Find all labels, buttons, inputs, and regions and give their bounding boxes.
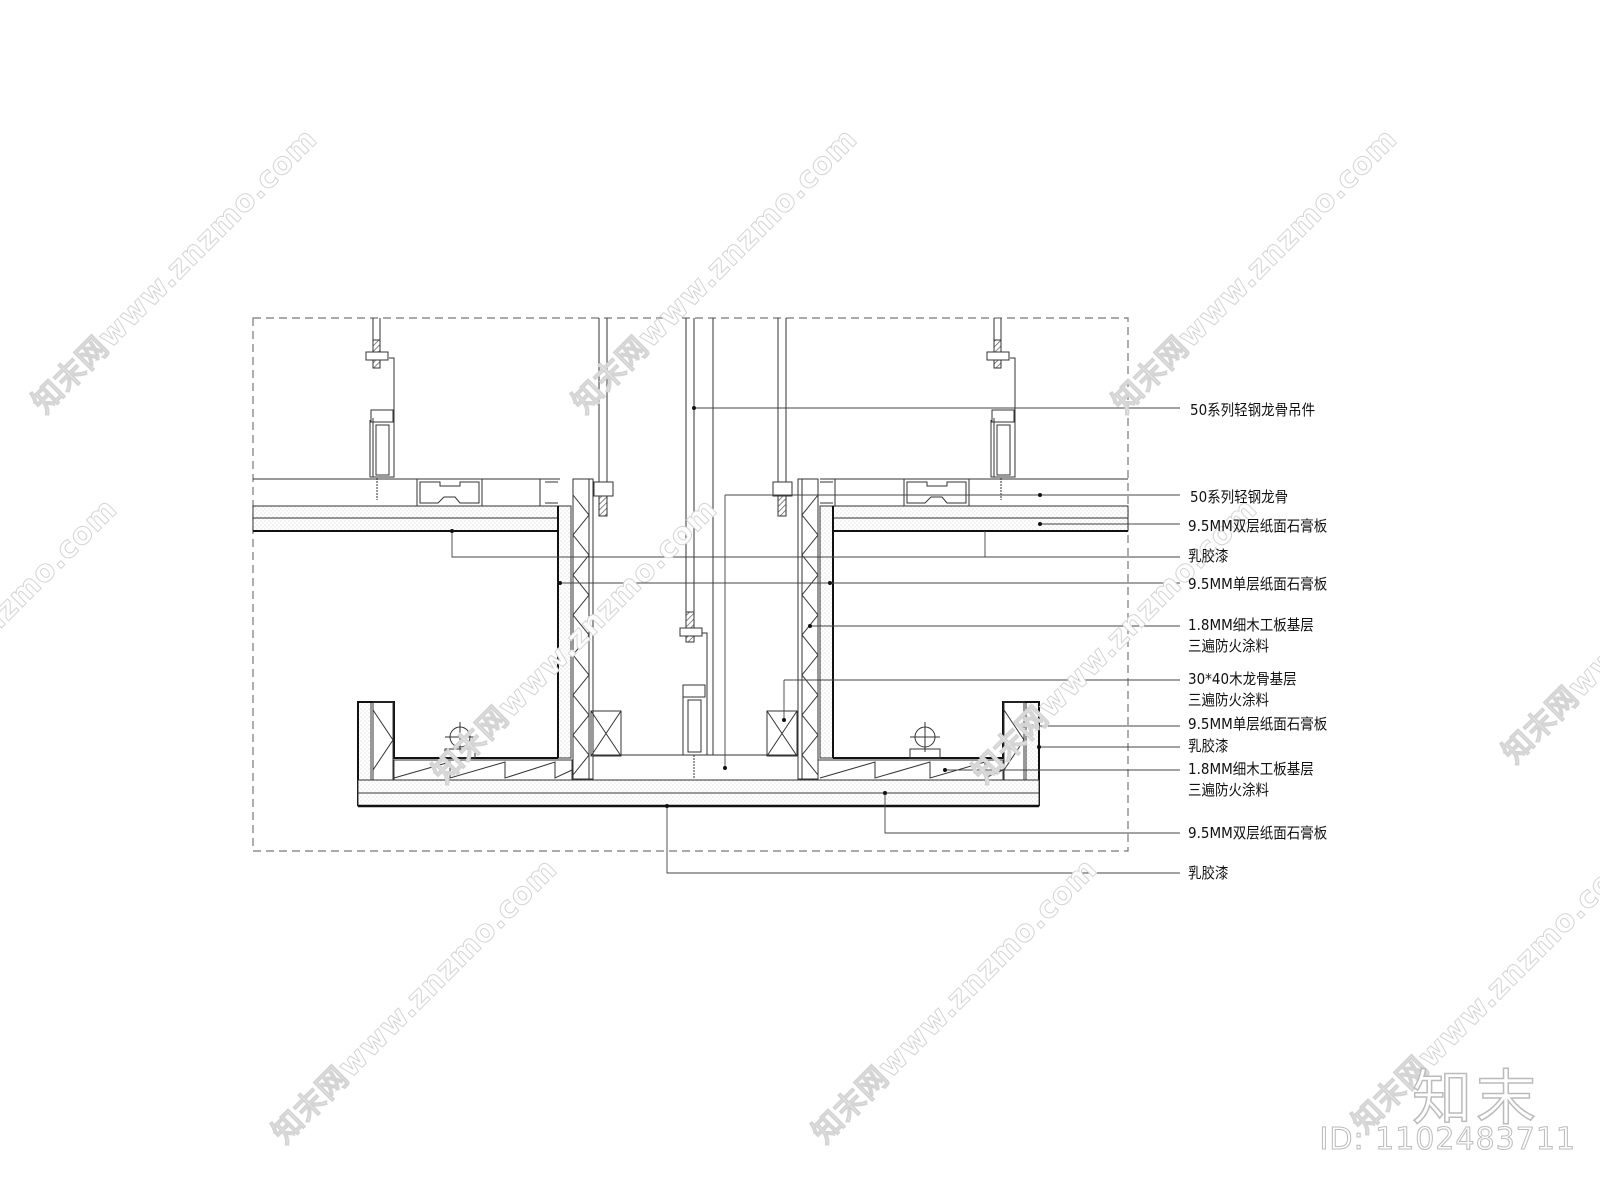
callout-blockboard: 1.8MM细木工板基层 [1188, 760, 1314, 778]
drop-wall-left [557, 478, 622, 780]
callout-fireproof: 三遍防火涂料 [1188, 781, 1270, 799]
callout-steel-keel: 50系列轻钢龙骨 [1190, 488, 1289, 506]
leader-dots [450, 406, 1042, 808]
callout-double-gypsum: 9.5MM双层纸面石膏板 [1188, 517, 1328, 535]
callout-latex-paint: 乳胶漆 [1188, 547, 1229, 565]
leader-lines [451, 407, 1180, 874]
callout-fireproof: 三遍防火涂料 [1188, 691, 1270, 709]
callout-single-gypsum: 9.5MM单层纸面石膏板 [1188, 575, 1328, 593]
bottom-gypsum-board [357, 754, 1040, 808]
lower-trough-left [357, 701, 573, 806]
callout-fireproof: 三遍防火涂料 [1188, 637, 1270, 655]
upper-ceiling-left [252, 478, 560, 532]
callout-hanger: 50系列轻钢龙骨吊件 [1190, 401, 1316, 419]
callout-single-gypsum: 9.5MM单层纸面石膏板 [1188, 715, 1328, 733]
hanger-rods [365, 318, 1016, 778]
dashed-frame [252, 317, 1129, 852]
callout-latex-paint: 乳胶漆 [1188, 864, 1229, 882]
callout-blockboard: 1.8MM细木工板基层 [1188, 616, 1314, 634]
callout-double-gypsum: 9.5MM双层纸面石膏板 [1188, 824, 1328, 842]
brand-logo: 知末 [1411, 1063, 1540, 1135]
callout-wood-keel: 30*40木龙骨基层 [1188, 670, 1297, 688]
upper-ceiling-right [820, 478, 1129, 532]
lower-trough-right [817, 701, 1040, 806]
asset-id: ID: 1102483711 [1319, 1122, 1576, 1158]
drop-wall-right [766, 478, 834, 780]
callout-latex-paint: 乳胶漆 [1188, 737, 1229, 755]
